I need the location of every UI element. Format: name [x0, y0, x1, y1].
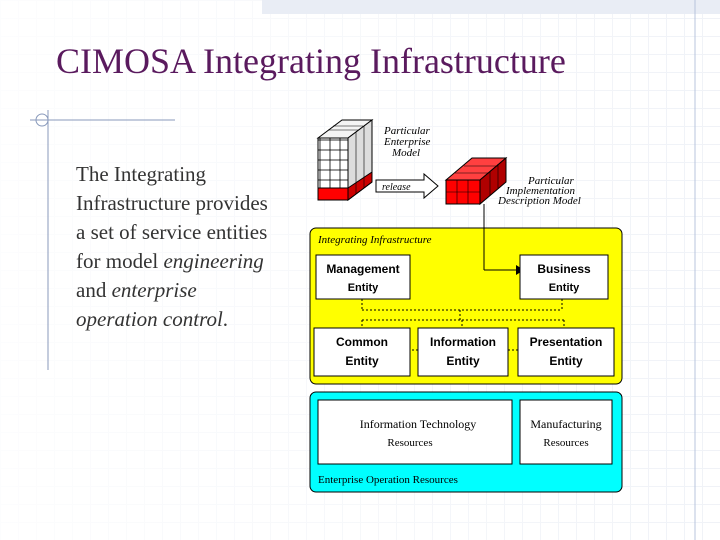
- release-arrow: [375, 172, 439, 200]
- release-label: release: [382, 182, 411, 193]
- enterprise-model-label-3: Model: [391, 147, 420, 159]
- manufacturing-resources-label-2: Resources: [543, 437, 588, 449]
- management-entity-label-1: Management: [326, 262, 399, 276]
- slide-title: CIMOSA Integrating Infrastructure: [56, 41, 566, 81]
- manufacturing-resources-box: [519, 399, 613, 465]
- presentation-entity-box: [517, 327, 615, 377]
- implementation-model-label-1: Particular: [527, 175, 575, 187]
- enterprise-model-label-2: Enterprise: [383, 136, 431, 148]
- body-text-italic-engineering: engineering: [163, 249, 264, 273]
- body-text-part3: .: [222, 307, 229, 331]
- information-entity-label-1: Information: [430, 335, 496, 349]
- enterprise-model-label-1: Particular: [383, 125, 431, 137]
- management-entity-box: [315, 254, 411, 300]
- it-resources-box: [317, 399, 513, 465]
- presentation-entity-label-1: Presentation: [530, 335, 603, 349]
- slide-body-text: The Integrating Infrastructure provides …: [76, 160, 281, 334]
- implementation-model-cube: [444, 156, 508, 206]
- enterprise-model-cube: [316, 119, 374, 201]
- information-entity-box: [417, 327, 509, 377]
- presentation-entity-label-2: Entity: [549, 354, 583, 368]
- management-entity-label-2: Entity: [348, 282, 379, 294]
- body-text-part1: The Integrating Infrastructure provides …: [76, 162, 268, 273]
- implementation-model-label-3: Description Model: [497, 195, 581, 207]
- information-entity-label-2: Entity: [446, 354, 480, 368]
- common-entity-label-2: Entity: [345, 354, 379, 368]
- integrating-infrastructure-label: Integrating Infrastructure: [317, 234, 432, 246]
- manufacturing-resources-label-1: Manufacturing: [530, 417, 601, 431]
- enterprise-operation-resources-label: Enterprise Operation Resources: [318, 474, 458, 486]
- it-resources-label-1: Information Technology: [360, 417, 477, 431]
- it-resources-label-2: Resources: [387, 437, 432, 449]
- business-entity-label-1: Business: [537, 262, 591, 276]
- implementation-model-label-2: Implementation: [505, 185, 576, 197]
- common-entity-label-1: Common: [336, 335, 388, 349]
- body-text-part2: and: [76, 278, 112, 302]
- business-entity-box: [519, 254, 609, 300]
- business-entity-label-2: Entity: [549, 282, 580, 294]
- common-entity-box: [313, 327, 411, 377]
- body-text-italic-operation-control: enterprise operation control: [76, 278, 223, 331]
- cimosa-diagram: Particular Enterprise Model release Part…: [309, 119, 623, 493]
